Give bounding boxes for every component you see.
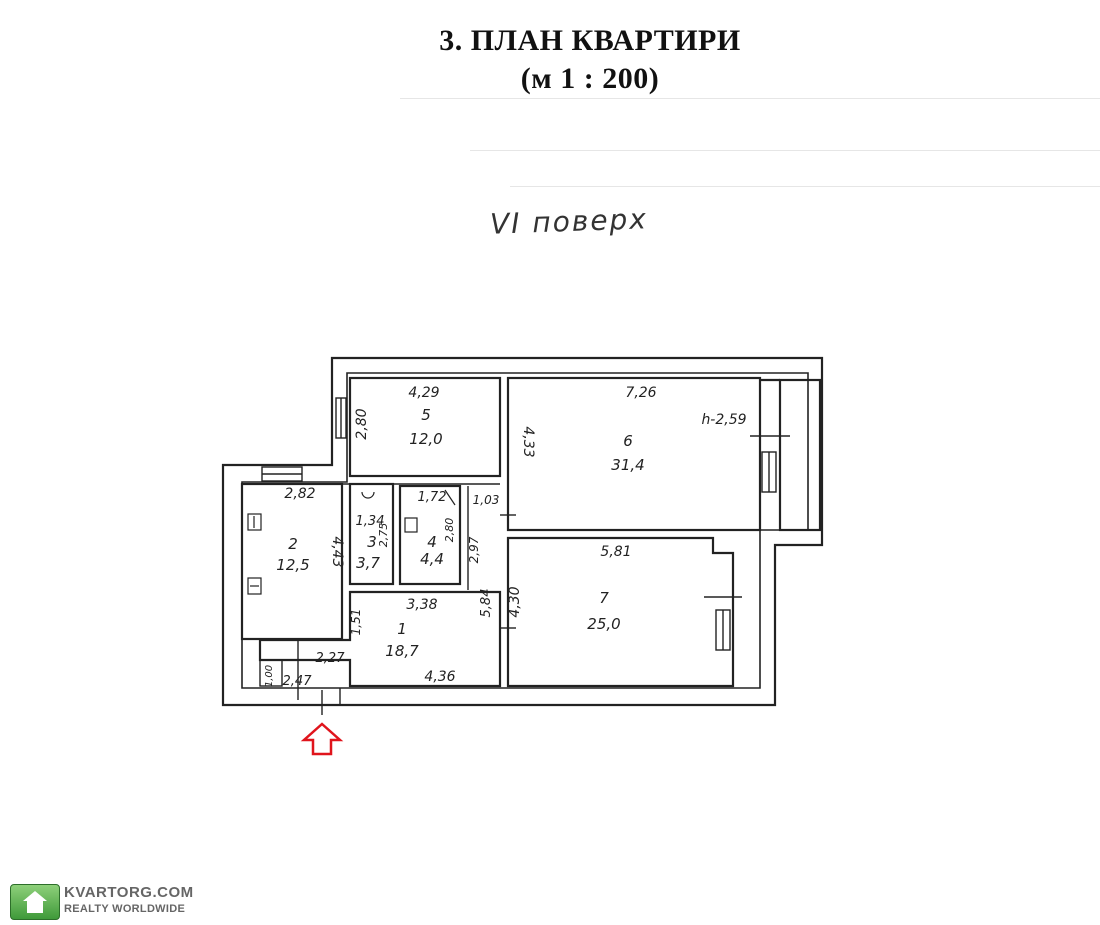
dim-room1-left: 1,51: [349, 609, 363, 636]
dim-room4-side: 2,97: [467, 536, 481, 563]
dim-room1-right: 5,84: [479, 589, 494, 618]
room-7-number: 7: [599, 589, 609, 607]
dim-room3-depth: 2,75: [377, 523, 390, 548]
room-6-outline: [506, 376, 762, 532]
fixtures: [247, 489, 456, 595]
room-5-outline: [348, 376, 502, 478]
dim-room6-width: 7,26: [625, 385, 656, 401]
toilet-icon: [361, 491, 375, 499]
house-icon: [10, 884, 60, 920]
logo-name: KVARTORG.COM: [64, 884, 194, 901]
inner-wall: [241, 372, 809, 689]
dim-room4-depth: 2,80: [443, 518, 456, 543]
entry-nook: [259, 659, 283, 687]
walls: [221, 356, 824, 707]
room-1-outline: [258, 590, 502, 688]
washbasin-icon: [404, 517, 418, 533]
kvartorg-logo[interactable]: KVARTORG.COM REALTY WORLDWIDE: [8, 882, 193, 920]
dim-entry-depth: 1,00: [264, 665, 275, 687]
dim-room2-width: 2,82: [284, 486, 315, 502]
dim-room1-lower: 2,27: [316, 651, 346, 666]
room-3-area: 3,7: [356, 554, 380, 572]
dim-room6-depth: 4,33: [520, 426, 536, 457]
dim-room5-depth: 2,80: [354, 408, 370, 439]
room-6-area: 31,4: [611, 456, 644, 474]
windows: [261, 397, 790, 715]
plan-scale: (м 1 : 200): [520, 62, 660, 95]
plan-title: 3. ПЛАН КВАРТИРИ: [439, 24, 741, 57]
dim-entry-width: 2,47: [283, 674, 313, 689]
dim-room7-width: 5,81: [600, 544, 631, 560]
faded-text-line: [400, 98, 1100, 99]
balcony-outline: [778, 378, 822, 532]
room-2-number: 2: [288, 535, 298, 553]
dim-room4-width: 1,72: [418, 490, 447, 505]
dim-room5-width: 4,29: [408, 385, 439, 401]
faded-text-line: [470, 150, 1100, 151]
dim-room3-width: 1,34: [356, 514, 385, 529]
dim-room7-depth: 4,30: [507, 586, 523, 617]
stove-icon: [247, 513, 262, 531]
ceiling-height: h-2,59: [701, 412, 746, 428]
room-1-area: 18,7: [385, 642, 419, 660]
room-2-area: 12,5: [276, 556, 309, 574]
room-4-area: 4,4: [420, 550, 444, 568]
room-1-number: 1: [397, 620, 407, 638]
dim-room1-top: 3,38: [406, 597, 437, 613]
room-6-number: 6: [623, 432, 633, 450]
room-5-area: 12,0: [409, 430, 442, 448]
entrance-arrow-icon: [300, 722, 344, 756]
dim-room1-bottom: 4,36: [424, 669, 455, 685]
room-3-number: 3: [367, 533, 377, 551]
dim-room2-depth: 4,43: [329, 536, 345, 567]
sink-icon: [247, 577, 262, 595]
room-5-number: 5: [421, 406, 431, 424]
bath-icon: [444, 489, 456, 506]
room-7-outline: [506, 536, 735, 688]
faded-text-line: [510, 186, 1100, 187]
dim-passage: 1,03: [473, 493, 500, 507]
outer-wall: [221, 356, 824, 707]
logo-tagline: REALTY WORLDWIDE: [64, 903, 186, 915]
room-4-number: 4: [427, 533, 437, 551]
room-7-area: 25,0: [587, 615, 620, 633]
room-4-outline: [398, 484, 462, 586]
